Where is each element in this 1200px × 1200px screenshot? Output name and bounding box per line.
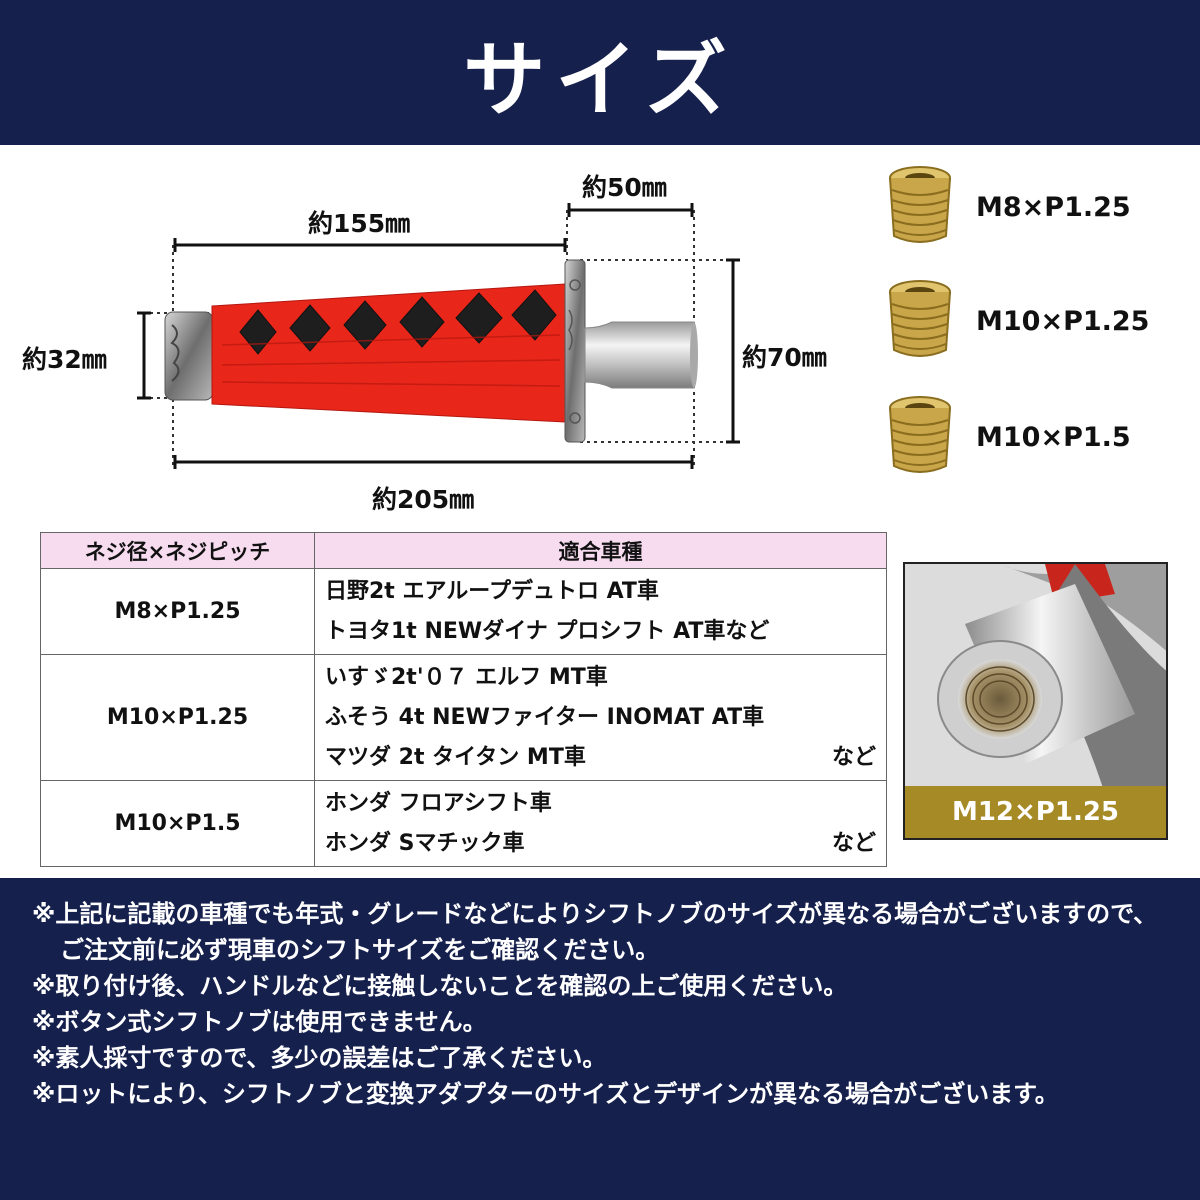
model-suffix: など [831, 744, 876, 770]
shift-knob-illustration [137, 203, 740, 469]
column-header-thread: ネジ径×ネジピッチ [40, 532, 315, 569]
models-cell: ホンダ フロアシフト車 ホンダ Sマチック車 など [314, 780, 887, 867]
shaft-closeup-photo: M12×P1.25 [903, 562, 1168, 840]
note-item: ※取り付け後、ハンドルなどに接触しないことを確認の上ご使用ください。 [32, 972, 848, 1000]
model-suffix: など [831, 830, 876, 856]
thread-spec-cell: M8×P1.25 [40, 568, 315, 655]
brass-adapter-icon [889, 166, 951, 243]
brass-adapter-icon [889, 396, 951, 473]
model-text: ホンダ フロアシフト車 [325, 790, 552, 816]
adapter-item: M10×P1.25 [880, 278, 1200, 368]
model-line: ふそう 4t NEWファイター INOMAT AT車 [325, 698, 876, 738]
table-row: M10×P1.5 ホンダ フロアシフト車 ホンダ Sマチック車 など [40, 780, 887, 867]
compatibility-table: ネジ径×ネジピッチ 適合車種 M8×P1.25 日野2t エアループデュトロ A… [40, 532, 887, 867]
dimension-diagram: 約155㎜ 約50㎜ 約32㎜ 約70㎜ 約205㎜ [0, 150, 880, 520]
model-line: マツダ 2t タイタン MT車 など [325, 738, 876, 778]
note-item: ※ボタン式シフトノブは使用できません。 [32, 1008, 487, 1036]
model-text: いすゞ2t'０７ エルフ MT車 [325, 664, 608, 690]
thread-spec-cell: M10×P1.25 [40, 654, 315, 781]
model-line: ホンダ Sマチック車 など [325, 824, 876, 864]
table-row: M8×P1.25 日野2t エアループデュトロ AT車 トヨタ1t NEWダイナ… [40, 568, 887, 655]
table-header-row: ネジ径×ネジピッチ 適合車種 [40, 532, 887, 569]
adapter-label: M8×P1.25 [976, 192, 1131, 223]
models-cell: いすゞ2t'０７ エルフ MT車 ふそう 4t NEWファイター INOMAT … [314, 654, 887, 781]
thread-spec-cell: M10×P1.5 [40, 780, 315, 867]
page-title: サイズ [463, 32, 737, 128]
model-line: 日野2t エアループデュトロ AT車 [325, 572, 876, 612]
model-text: ふそう 4t NEWファイター INOMAT AT車 [325, 704, 765, 730]
model-text: ホンダ Sマチック車 [325, 830, 525, 856]
dimension-label-guard: 約50㎜ [582, 173, 667, 202]
model-text: 日野2t エアループデュトロ AT車 [325, 578, 659, 604]
model-line: いすゞ2t'０７ エルフ MT車 [325, 658, 876, 698]
brass-adapter-icon [889, 280, 951, 357]
dimension-label-grip: 約155㎜ [308, 209, 411, 238]
adapter-label: M10×P1.25 [976, 306, 1150, 337]
threaded-shaft-illustration [905, 564, 1166, 794]
adapter-item: M8×P1.25 [880, 164, 1200, 254]
adapter-label: M10×P1.5 [976, 422, 1131, 453]
notes-section: ※上記に記載の車種でも年式・グレードなどによりシフトノブのサイズが異なる場合がご… [0, 878, 1200, 1200]
note-item: ※上記に記載の車種でも年式・グレードなどによりシフトノブのサイズが異なる場合がご… [32, 900, 1158, 964]
header-banner: サイズ [0, 0, 1200, 145]
adapter-item: M10×P1.5 [880, 394, 1200, 484]
note-item: ※素人採寸ですので、多少の誤差はご了承ください。 [32, 1044, 607, 1072]
table-row: M10×P1.25 いすゞ2t'０７ エルフ MT車 ふそう 4t NEWファイ… [40, 654, 887, 781]
model-text: トヨタ1t NEWダイナ プロシフト AT車など [325, 618, 770, 644]
dimension-label-diameter: 約32㎜ [22, 345, 107, 374]
photo-caption: M12×P1.25 [905, 786, 1166, 838]
adapter-list: M8×P1.25 M10×P1.25 M10×P1.5 [880, 150, 1200, 510]
model-text: マツダ 2t タイタン MT車 [325, 744, 586, 770]
dimension-label-total: 約205㎜ [372, 485, 475, 514]
models-cell: 日野2t エアループデュトロ AT車 トヨタ1t NEWダイナ プロシフト AT… [314, 568, 887, 655]
model-line: ホンダ フロアシフト車 [325, 784, 876, 824]
dimension-label-height: 約70㎜ [742, 343, 827, 372]
note-item: ※ロットにより、シフトノブと変換アダプターのサイズとデザインが異なる場合がござい… [32, 1080, 1059, 1108]
model-line: トヨタ1t NEWダイナ プロシフト AT車など [325, 612, 876, 652]
column-header-models: 適合車種 [314, 532, 887, 569]
